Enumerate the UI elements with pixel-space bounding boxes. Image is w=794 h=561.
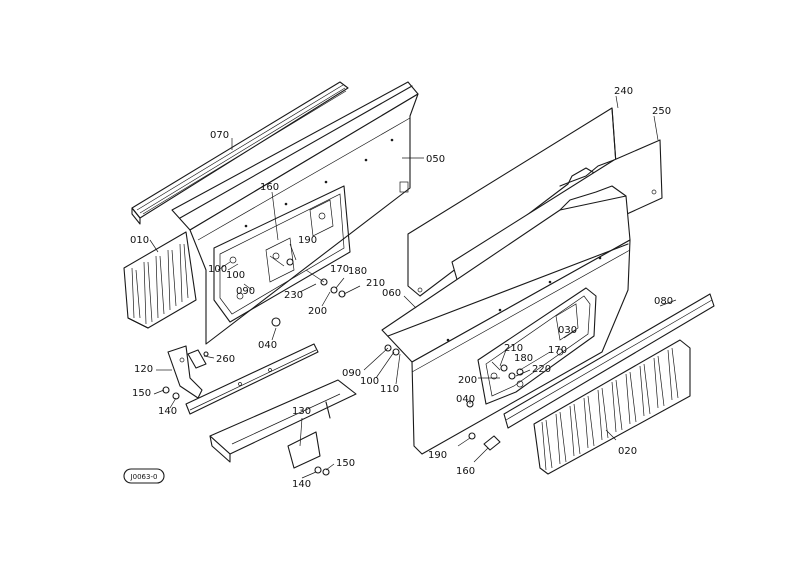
label-050: 050 — [426, 154, 445, 165]
label-140-right: 140 — [292, 479, 311, 490]
label-040-right: 040 — [456, 394, 475, 405]
label-210-left: 210 — [366, 278, 385, 289]
part-120-bracket — [167, 345, 207, 399]
label-010: 010 — [130, 235, 149, 246]
label-060: 060 — [382, 288, 401, 299]
part-020-right-ribbed-panel — [533, 339, 691, 475]
part-240-cover-plate — [407, 107, 617, 297]
label-090-left: 090 — [236, 286, 255, 297]
label-220: 220 — [532, 364, 551, 375]
label-260: 260 — [216, 354, 235, 365]
label-160-left: 160 — [260, 182, 279, 193]
label-140-left: 140 — [158, 406, 177, 417]
label-110: 110 — [380, 384, 399, 395]
part-130-lower-bracket — [209, 379, 357, 469]
label-180-right: 180 — [514, 353, 533, 364]
label-150-right: 150 — [336, 458, 355, 469]
label-170-left: 170 — [330, 264, 349, 275]
label-200-right: 200 — [458, 375, 477, 386]
label-210-right: 210 — [504, 343, 523, 354]
label-230: 230 — [284, 290, 303, 301]
label-020: 020 — [618, 446, 637, 457]
part-labels: 070 050 160 010 190 100 100 090 170 180 … — [130, 86, 673, 490]
part-010-left-ribbed-panel — [123, 231, 197, 329]
label-240: 240 — [614, 86, 633, 97]
label-070: 070 — [210, 130, 229, 141]
label-150-left: 150 — [132, 388, 151, 399]
label-250: 250 — [652, 106, 671, 117]
label-100-right: 100 — [360, 376, 379, 387]
drawing-code-badge: J0063-0 — [123, 468, 165, 484]
leader-lines — [149, 95, 677, 479]
part-070-rail-strip — [131, 81, 349, 225]
label-100-left-a: 100 — [208, 264, 227, 275]
label-190-right: 190 — [428, 450, 447, 461]
part-080-lower-rail-strip — [503, 293, 715, 429]
label-160-right: 160 — [456, 466, 475, 477]
label-040-left: 040 — [258, 340, 277, 351]
label-100-left-b: 100 — [226, 270, 245, 281]
label-090-right: 090 — [342, 368, 361, 379]
part-050-left-gate-panel — [171, 81, 419, 345]
label-120: 120 — [134, 364, 153, 375]
label-130: 130 — [292, 406, 311, 417]
long-support-bar — [185, 343, 319, 415]
label-030: 030 — [558, 325, 577, 336]
label-200-left: 200 — [308, 306, 327, 317]
drawing-code: J0063-0 — [130, 473, 158, 481]
label-170-right: 170 — [548, 345, 567, 356]
label-180-left: 180 — [348, 266, 367, 277]
label-190-left: 190 — [298, 235, 317, 246]
label-080: 080 — [654, 296, 673, 307]
part-060-right-gate-panel — [381, 185, 631, 455]
